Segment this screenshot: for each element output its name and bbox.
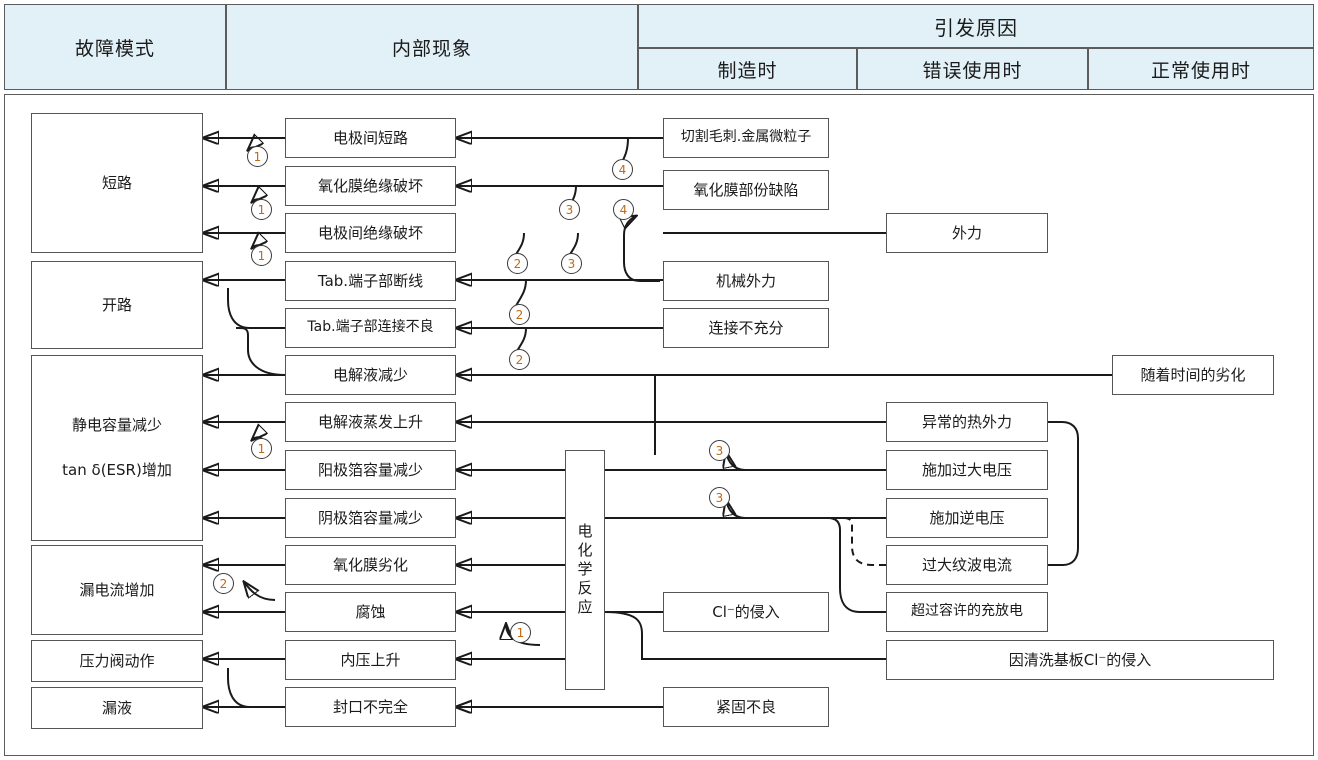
cause-external-force[interactable]: 外力 xyxy=(886,213,1048,253)
header-cell-cause-normal: 正常使用时 xyxy=(1088,48,1314,90)
phenomenon-tab-terminal-bad-connection[interactable]: Tab.端子部连接不良 xyxy=(285,308,456,348)
marker-m1a: 1 xyxy=(247,146,268,167)
phenomenon-internal-pressure-rise[interactable]: 内压上升 xyxy=(285,640,456,680)
header-cell-causes: 引发原因 xyxy=(638,4,1314,48)
cause-poor-fastening[interactable]: 紧固不良 xyxy=(663,687,829,727)
phenomenon-tab-terminal-break[interactable]: Tab.端子部断线 xyxy=(285,261,456,301)
cause-cl-intrusion-from-board-cleaning[interactable]: 因清洗基板Cl⁻的侵入 xyxy=(886,640,1274,680)
failure-mode-capacitance-drop[interactable]: 静电容量减少 tan δ(ESR)增加 xyxy=(31,355,203,541)
failure-mode-short-circuit[interactable]: 短路 xyxy=(31,113,203,253)
cause-insufficient-connection[interactable]: 连接不充分 xyxy=(663,308,829,348)
failure-mode-leakage-current[interactable]: 漏电流增加 xyxy=(31,545,203,635)
failure-mode-label: 短路 xyxy=(101,173,132,192)
marker-m1c: 1 xyxy=(251,245,272,266)
phenomenon-incomplete-sealing[interactable]: 封口不完全 xyxy=(285,687,456,727)
marker-m2-leak: 2 xyxy=(213,573,234,594)
failure-mode-pressure-valve[interactable]: 压力阀动作 xyxy=(31,640,203,682)
cause-cl-ion-intrusion[interactable]: Cl⁻的侵入 xyxy=(663,592,829,632)
header-cell-cause-manufacturing: 制造时 xyxy=(638,48,857,90)
phenomenon-cathode-foil-capacitance-drop[interactable]: 阴极箔容量减少 xyxy=(285,498,456,538)
phenomenon-interelectrode-short[interactable]: 电极间短路 xyxy=(285,118,456,158)
failure-mode-label: 漏电流增加 xyxy=(79,580,155,599)
phenomenon-electrolyte-decrease[interactable]: 电解液减少 xyxy=(285,355,456,395)
failure-mode-label: 压力阀动作 xyxy=(79,651,155,670)
header-cell-internal-phenomena: 内部现象 xyxy=(226,4,638,90)
marker-m2a: 2 xyxy=(507,253,528,274)
marker-m1d: 1 xyxy=(251,438,272,459)
cause-oxide-film-partial-defect[interactable]: 氧化膜部份缺陷 xyxy=(663,170,829,210)
phenomenon-anode-foil-capacitance-drop[interactable]: 阳极箔容量减少 xyxy=(285,450,456,490)
marker-m3c: 3 xyxy=(709,440,730,461)
phenomenon-oxide-film-degradation[interactable]: 氧化膜劣化 xyxy=(285,545,456,585)
marker-m4b: 4 xyxy=(613,199,634,220)
electrochemical-reaction-box[interactable]: 电化学反应 xyxy=(565,450,605,690)
marker-m1b: 1 xyxy=(251,199,272,220)
cause-excessive-voltage-applied[interactable]: 施加过大电压 xyxy=(886,450,1048,490)
cause-reverse-voltage-applied[interactable]: 施加逆电压 xyxy=(886,498,1048,538)
marker-m2c: 2 xyxy=(509,349,530,370)
failure-mode-label-2: tan δ(ESR)增加 xyxy=(62,461,172,479)
failure-mode-liquid-leak[interactable]: 漏液 xyxy=(31,687,203,729)
header-cell-failure-mode: 故障模式 xyxy=(4,4,226,90)
header-cell-cause-misuse: 错误使用时 xyxy=(857,48,1088,90)
cause-abnormal-thermal-force[interactable]: 异常的热外力 xyxy=(886,402,1048,442)
failure-mode-label-1: 静电容量减少 xyxy=(71,416,162,435)
phenomenon-oxide-insulation-breakdown[interactable]: 氧化膜绝缘破坏 xyxy=(285,166,456,206)
failure-mode-label: 漏液 xyxy=(101,698,132,717)
phenomenon-corrosion[interactable]: 腐蚀 xyxy=(285,592,456,632)
phenomenon-interelectrode-insulation-breakdown[interactable]: 电极间绝缘破坏 xyxy=(285,213,456,253)
marker-m3d: 3 xyxy=(709,487,730,508)
marker-m3a: 3 xyxy=(559,199,580,220)
failure-mode-open-circuit[interactable]: 开路 xyxy=(31,261,203,349)
marker-m2b: 2 xyxy=(509,304,530,325)
marker-m1e: 1 xyxy=(510,622,531,643)
failure-mode-label: 开路 xyxy=(101,295,132,314)
cause-cutting-burr-metal-particles[interactable]: 切割毛刺.金属微粒子 xyxy=(663,118,829,158)
marker-m4a: 4 xyxy=(612,159,633,180)
marker-m3b: 3 xyxy=(561,253,582,274)
diagram-body-frame xyxy=(4,94,1314,756)
cause-over-allowed-charge-discharge[interactable]: 超过容许的充放电 xyxy=(886,592,1048,632)
cause-mechanical-external-force[interactable]: 机械外力 xyxy=(663,261,829,301)
cause-degradation-over-time[interactable]: 随着时间的劣化 xyxy=(1112,355,1274,395)
phenomenon-electrolyte-evaporation-rise[interactable]: 电解液蒸发上升 xyxy=(285,402,456,442)
cause-excessive-ripple-current[interactable]: 过大纹波电流 xyxy=(886,545,1048,585)
